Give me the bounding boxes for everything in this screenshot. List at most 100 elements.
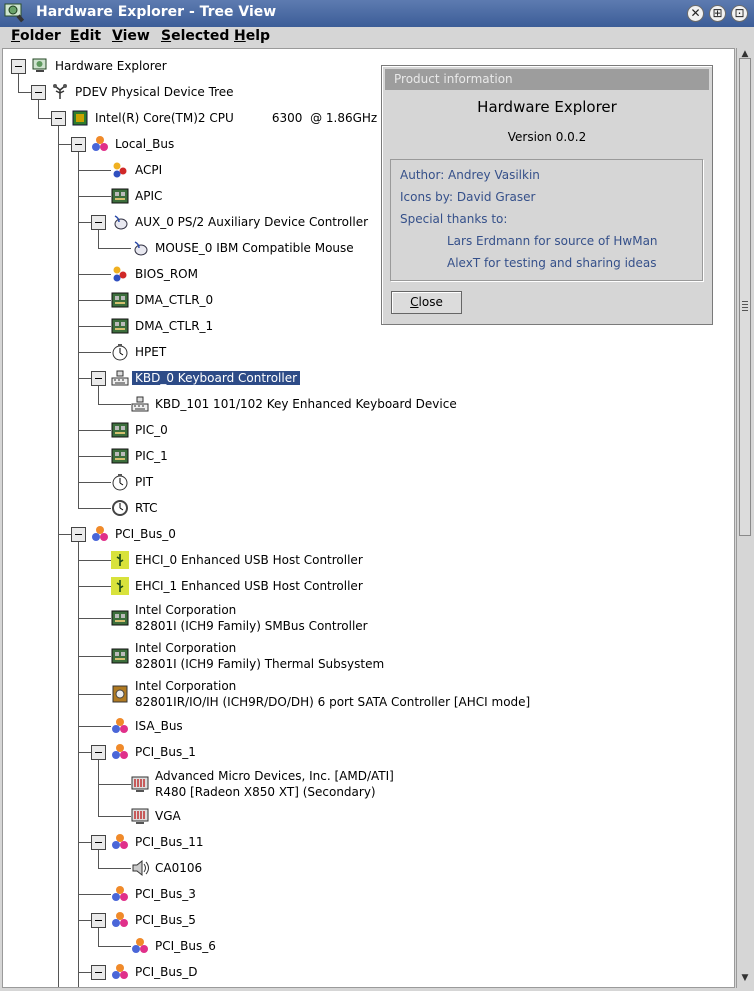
tree-node-text: DMA_CTLR_0 — [135, 293, 214, 307]
title-bar[interactable]: Hardware Explorer - Tree View ✕ ⊞ ⊡ — [0, 0, 754, 28]
tree-connector — [78, 482, 111, 483]
menu-help[interactable]: Help — [234, 28, 271, 44]
credit-thanks-2: AlexT for testing and sharing ideas — [447, 256, 657, 270]
chip-icon — [111, 291, 129, 309]
tree-node[interactable]: PCI_Bus_1 — [111, 743, 671, 761]
menu-folder[interactable]: Folder — [11, 28, 61, 44]
tree-node[interactable]: EHCI_0 Enhanced USB Host Controller — [111, 551, 671, 569]
tree-node-label: DMA_CTLR_0 — [135, 292, 213, 308]
tree-node-label: PCI_Bus_5 — [135, 912, 196, 928]
collapse-toggle-icon[interactable] — [91, 371, 106, 386]
restore-window-button[interactable]: ⊞ — [709, 5, 726, 22]
menu-edit[interactable]: Edit — [70, 28, 102, 44]
close-button[interactable]: Close — [391, 291, 462, 314]
tree-connector — [78, 274, 111, 275]
tree-node[interactable]: CA0106 — [131, 859, 691, 877]
collapse-toggle-icon[interactable] — [51, 111, 66, 126]
scroll-up-arrow-icon[interactable]: ▲ — [741, 49, 749, 59]
tree-node[interactable]: PDEV Physical Device Tree — [51, 83, 611, 101]
tree-connector — [78, 508, 111, 509]
tree-node[interactable]: PCI_Bus_5 — [111, 911, 671, 929]
tree-connector — [78, 352, 111, 353]
tree-node[interactable]: KBD_101 101/102 Key Enhanced Keyboard De… — [131, 395, 691, 413]
menu-view[interactable]: View — [112, 28, 150, 44]
acpi-icon — [111, 161, 129, 179]
tree-node[interactable]: Advanced Micro Devices, Inc. [AMD/ATI] R4… — [131, 769, 691, 799]
tree-node[interactable]: KBD_0 Keyboard Controller — [111, 369, 671, 387]
tree-node[interactable]: RTC — [111, 499, 671, 517]
close-window-button[interactable]: ✕ — [687, 5, 704, 22]
scroll-thumb[interactable] — [739, 58, 751, 536]
collapse-toggle-icon[interactable] — [91, 745, 106, 760]
tree-node[interactable]: BIOS_ROM — [111, 265, 671, 283]
tree-node[interactable]: Local_Bus — [91, 135, 651, 153]
collapse-toggle-icon[interactable] — [31, 85, 46, 100]
dialog-app-name: Hardware Explorer — [477, 98, 617, 116]
tree-node-text-line2: R480 [Radeon X850 XT] (Secondary) — [155, 785, 376, 799]
tree-node[interactable]: PIC_0 — [111, 421, 671, 439]
tree-node[interactable]: AUX_0 PS/2 Auxiliary Device Controller — [111, 213, 671, 231]
usb-icon — [111, 577, 129, 595]
tree-node[interactable]: Intel(R) Core(TM)2 CPU 6300 @ 1.86GHz — [71, 109, 631, 127]
chip-icon — [111, 421, 129, 439]
tree-node-label: PCI_Bus_3 — [135, 886, 196, 902]
tree-node[interactable]: PCI_Bus_D — [111, 963, 671, 981]
tree-node[interactable]: PCI_Bus_6 — [131, 937, 691, 955]
tree-connector — [98, 928, 99, 946]
tree-node[interactable]: HPET — [111, 343, 671, 361]
tree-connector — [98, 868, 131, 869]
collapse-toggle-icon[interactable] — [71, 137, 86, 152]
tree-connector — [58, 534, 59, 987]
window-title: Hardware Explorer - Tree View — [36, 4, 277, 20]
tree-node-text: Intel(R) Core(TM)2 CPU 6300 @ 1.86GHz — [95, 111, 378, 125]
disk-icon — [111, 685, 129, 703]
chip-icon — [111, 647, 129, 665]
credit-thanks-1: Lars Erdmann for source of HwMan — [447, 234, 658, 248]
tree-node[interactable]: VGA — [131, 807, 691, 825]
tree-connector — [78, 586, 111, 587]
vertical-scrollbar[interactable]: ▲ ▼ — [736, 48, 753, 988]
scroll-down-arrow-icon[interactable]: ▼ — [741, 973, 749, 983]
maximize-window-button[interactable]: ⊡ — [731, 5, 748, 22]
collapse-toggle-icon[interactable] — [71, 527, 86, 542]
tree-connector — [78, 378, 91, 379]
bus-icon — [111, 963, 129, 981]
tree-node-text: ISA_Bus — [135, 719, 183, 733]
tree-node-text: CA0106 — [155, 861, 203, 875]
collapse-toggle-icon[interactable] — [91, 215, 106, 230]
tree-connector — [98, 230, 99, 248]
tree-node[interactable]: DMA_CTLR_0 — [111, 291, 671, 309]
tree-node-text: KBD_0 Keyboard Controller — [132, 371, 301, 385]
tree-node[interactable]: PCI_Bus_0 — [91, 525, 651, 543]
tree-node[interactable]: Hardware Explorer — [31, 57, 591, 75]
tree-node[interactable]: ISA_Bus — [111, 717, 671, 735]
tree-node[interactable]: PCI_Bus_3 — [111, 885, 671, 903]
tree-connector — [18, 92, 31, 93]
tree-node[interactable]: DMA_CTLR_1 — [111, 317, 671, 335]
collapse-toggle-icon[interactable] — [91, 913, 106, 928]
tree-connector — [78, 542, 79, 987]
computer-icon — [31, 57, 49, 75]
tree-node-text-line2: 82801I (ICH9 Family) Thermal Subsystem — [135, 657, 385, 671]
tree-node[interactable]: PIC_1 — [111, 447, 671, 465]
tree-node[interactable]: APIC — [111, 187, 671, 205]
collapse-toggle-icon[interactable] — [91, 835, 106, 850]
dialog-title[interactable]: Product information — [385, 69, 709, 90]
menu-selected[interactable]: Selected — [161, 28, 230, 44]
tree-node-text: Advanced Micro Devices, Inc. [AMD/ATI] — [155, 769, 394, 783]
tree-node[interactable]: MOUSE_0 IBM Compatible Mouse — [131, 239, 691, 257]
tree-node-label: BIOS_ROM — [135, 266, 198, 282]
tree-node[interactable]: ACPI — [111, 161, 671, 179]
tree-node[interactable]: EHCI_1 Enhanced USB Host Controller — [111, 577, 671, 595]
tree-node-text: PCI_Bus_D — [135, 965, 198, 979]
tree-node-text: EHCI_0 Enhanced USB Host Controller — [135, 553, 363, 567]
tree-node[interactable]: PCI_Bus_11 — [111, 833, 671, 851]
tree-connector — [78, 326, 111, 327]
tree-node-text: VGA — [155, 809, 181, 823]
collapse-toggle-icon[interactable] — [91, 965, 106, 980]
tree-node[interactable]: PIT — [111, 473, 671, 491]
collapse-toggle-icon[interactable] — [11, 59, 26, 74]
